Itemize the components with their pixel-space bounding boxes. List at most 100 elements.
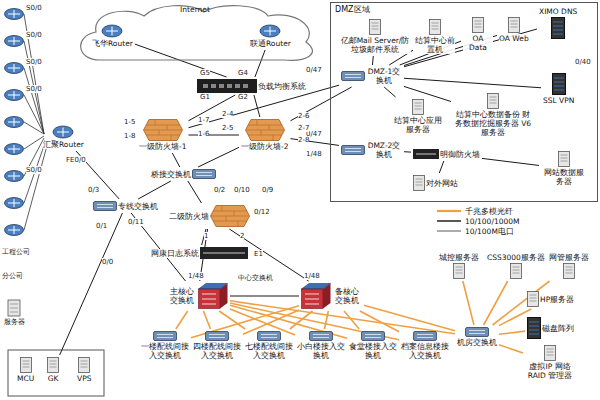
icon-part bbox=[490, 97, 497, 103]
drawing-part bbox=[5, 9, 24, 20]
device-icon bbox=[257, 331, 281, 341]
icon-part bbox=[260, 25, 280, 37]
network-node: 明御防火墙 bbox=[412, 148, 481, 160]
device-name: DMZ-1交换机 bbox=[366, 67, 402, 85]
connector bbox=[499, 345, 523, 353]
device-name: 虚拟IP 网络RAID 管理器 bbox=[525, 362, 575, 380]
device-icon bbox=[369, 19, 381, 35]
icon-part bbox=[203, 252, 245, 254]
device-icon bbox=[245, 119, 285, 141]
network-node: VPS bbox=[76, 356, 92, 384]
drawing-part bbox=[24, 95, 44, 134]
device-name: GK bbox=[48, 374, 59, 383]
icon-part bbox=[81, 361, 88, 367]
drawing-part bbox=[5, 144, 24, 155]
icon-part bbox=[53, 126, 73, 138]
text-block: 机房交换机 bbox=[457, 338, 497, 347]
device-name: 主核心交换机 bbox=[167, 287, 197, 305]
icon-part bbox=[102, 25, 122, 37]
device-name: 一楼配线间接入交换机 bbox=[141, 342, 189, 360]
network-node: 食堂楼接入交换机 bbox=[348, 330, 398, 361]
connector bbox=[203, 311, 210, 329]
icon-part bbox=[528, 292, 539, 307]
drawing-part bbox=[5, 225, 24, 236]
connector bbox=[176, 311, 188, 329]
text-block: 汇聚Router bbox=[43, 140, 84, 149]
device-name: 结算中心数据备份 财务数据挖掘服务器 V6服务器 bbox=[453, 110, 533, 137]
icon-part bbox=[454, 264, 465, 279]
video-group-frame bbox=[8, 350, 104, 396]
text-block: DMZ-2交换机 bbox=[366, 141, 402, 159]
drawing-part bbox=[8, 300, 20, 316]
port-label: S0/0 bbox=[26, 31, 42, 39]
legend-line bbox=[437, 231, 461, 232]
device-icon bbox=[551, 17, 565, 39]
device-name: 结算中心应用服务器 bbox=[393, 116, 443, 134]
port-label: 2-5 bbox=[222, 124, 233, 132]
network-node: 城控服务器 bbox=[438, 252, 480, 280]
icon-part bbox=[370, 20, 381, 35]
icon-part bbox=[345, 75, 361, 78]
text-block: 档案信息楼接入交换机 bbox=[401, 342, 449, 360]
icon-part bbox=[473, 18, 484, 33]
port-label: 0/10 bbox=[234, 186, 250, 194]
network-node: DMZ-2交换机 bbox=[340, 140, 403, 160]
device-name: 磁盘阵列 bbox=[542, 324, 574, 333]
device-icon bbox=[429, 19, 441, 35]
network-node: 二级防火墙 bbox=[168, 204, 251, 228]
icon-part bbox=[416, 153, 436, 155]
connector bbox=[243, 310, 299, 334]
text-block: CSS3000服务器 bbox=[487, 253, 545, 262]
device-icon bbox=[412, 99, 424, 115]
icon-part bbox=[456, 267, 463, 273]
device-icon bbox=[20, 357, 32, 373]
device-icon bbox=[52, 125, 74, 139]
drawing-part bbox=[5, 171, 24, 182]
port-label: 2-6 bbox=[298, 112, 309, 120]
device-icon bbox=[508, 17, 520, 33]
text-block: 结算中心应用服务器 bbox=[393, 116, 443, 134]
text-block: 负载均衡系统 bbox=[258, 82, 306, 91]
legend-row: 千兆多模光纤 bbox=[436, 206, 519, 216]
icon-part bbox=[211, 206, 249, 226]
drawing-part bbox=[5, 198, 24, 209]
icon-part bbox=[94, 202, 117, 211]
icon-part bbox=[157, 335, 173, 338]
legend-sample bbox=[436, 207, 462, 215]
text-block: 联通Router bbox=[250, 39, 291, 48]
icon-part bbox=[413, 100, 424, 115]
device-icon bbox=[101, 24, 123, 38]
network-node: OA Data bbox=[462, 16, 494, 53]
network-node: 亿邮Mail Server/防垃圾邮件系统 bbox=[338, 18, 412, 55]
text-block: 结算中心数据备份 财务数据挖掘服务器 V6服务器 bbox=[453, 110, 533, 137]
text-block: 食堂楼接入交换机 bbox=[349, 342, 397, 360]
icon-part bbox=[553, 22, 563, 34]
text-block: 一级防火墙-1 bbox=[139, 142, 186, 151]
icon-part bbox=[22, 361, 29, 367]
connector bbox=[290, 87, 351, 121]
device-icon bbox=[205, 331, 229, 341]
port-label: 1-7 bbox=[198, 116, 209, 124]
connector bbox=[325, 311, 329, 329]
drawing-part bbox=[24, 122, 44, 134]
network-node: CSS3000服务器 bbox=[486, 252, 546, 280]
port-label: 0/2 bbox=[214, 186, 225, 194]
region-box: DMZ区域亿邮Mail Server/防垃圾邮件系统结算中心前置机OA Data… bbox=[330, 2, 598, 202]
device-icon bbox=[544, 345, 556, 361]
device-name: 网站数据服务器 bbox=[541, 168, 586, 186]
legend-line bbox=[437, 210, 461, 212]
network-node: HP服务器 bbox=[526, 290, 575, 308]
text-block: 网管服务器 bbox=[549, 253, 589, 262]
device-icon bbox=[197, 79, 257, 93]
device-icon bbox=[487, 93, 499, 109]
text-block: OA Web bbox=[499, 34, 529, 43]
network-node: 结算中心前置机 bbox=[414, 18, 456, 55]
icon-part bbox=[530, 295, 537, 301]
connector bbox=[188, 135, 239, 136]
legend-line bbox=[437, 220, 461, 221]
network-node: 专线交换机 bbox=[92, 200, 159, 212]
device-icon bbox=[527, 291, 539, 307]
device-icon bbox=[47, 357, 59, 373]
drawing-part bbox=[24, 136, 44, 149]
text-block: HP服务器 bbox=[540, 295, 574, 304]
